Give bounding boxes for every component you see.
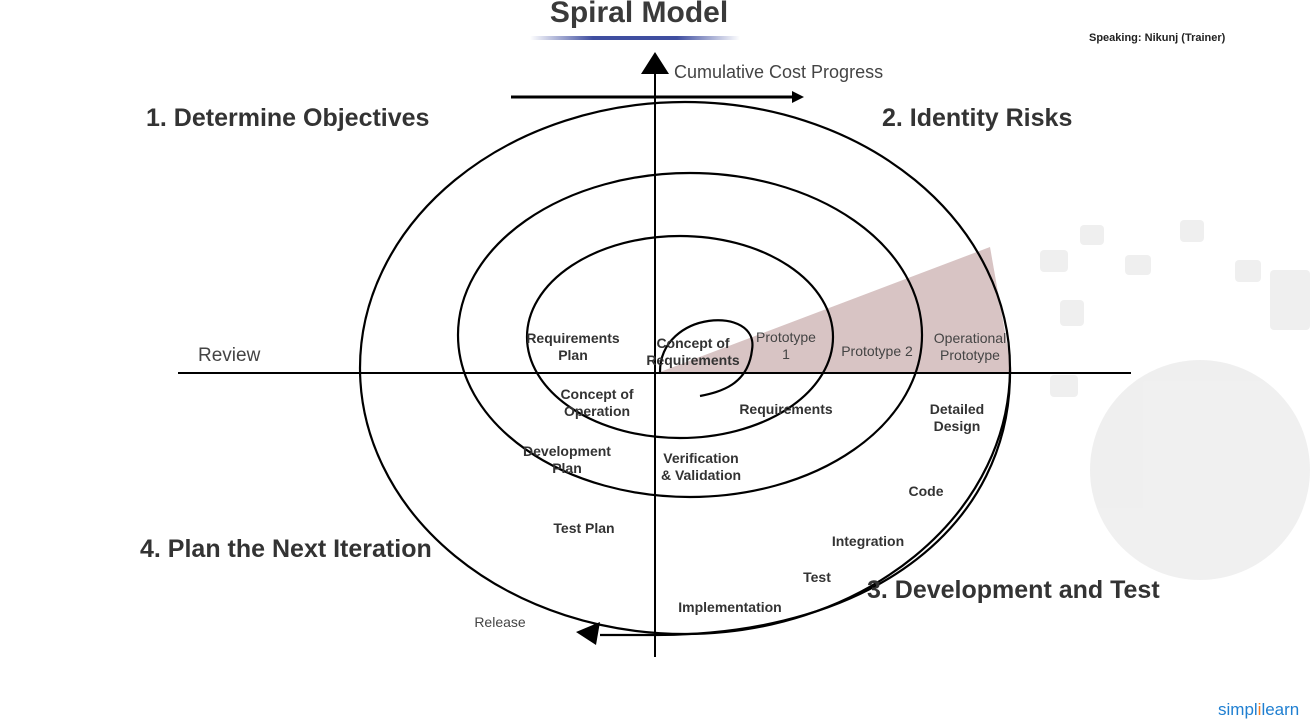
- concept-of-requirements-label-line2: Requirements: [646, 352, 740, 368]
- spiral-final-arc: [600, 372, 1012, 637]
- title-underline: [530, 36, 740, 40]
- verification-validation-label-line2: & Validation: [661, 467, 741, 483]
- quadrant-3-heading: 3. Development and Test: [867, 576, 1160, 604]
- prototype-1-label: Prototype: [756, 329, 816, 345]
- requirements-plan-label-line2: Plan: [558, 347, 588, 363]
- development-plan-label: Development: [523, 443, 611, 459]
- page-title: Spiral Model: [549, 0, 729, 29]
- verification-validation-label: Verification: [663, 450, 738, 466]
- test-label: Test: [803, 569, 831, 585]
- risk-analysis-wedge: [660, 247, 1012, 372]
- prototype-2-label: Prototype 2: [841, 343, 913, 359]
- concept-of-operation-label-line2: Operation: [564, 403, 630, 419]
- review-label: Review: [198, 345, 261, 366]
- spiral-core: [658, 319, 754, 398]
- quadrant-1-heading: 1. Determine Objectives: [146, 104, 429, 132]
- release-arrowhead: [576, 622, 600, 645]
- quadrant-2-heading: 2. Identity Risks: [882, 104, 1072, 132]
- prototype-1-label-line2: 1: [782, 346, 790, 362]
- spiral-loop-2: [456, 171, 924, 499]
- requirements-plan-label: Requirements: [526, 330, 620, 346]
- vertical-axis-arrowhead: [641, 52, 669, 74]
- operational-prototype-label-line2: Prototype: [940, 347, 1000, 363]
- progress-arrow-head: [792, 91, 804, 103]
- detailed-design-label: Detailed: [930, 401, 984, 417]
- code-label: Code: [909, 483, 944, 499]
- concept-of-requirements-label: Concept of: [656, 335, 729, 351]
- spiral-path: [358, 100, 1012, 637]
- spiral-loop-1: [525, 234, 835, 440]
- detailed-design-label-line2: Design: [934, 418, 981, 434]
- simplilearn-logo: simplilearn: [1218, 700, 1300, 719]
- speaker-label: Speaking: Nikunj (Trainer): [1089, 32, 1226, 44]
- operational-prototype-label: Operational: [934, 330, 1006, 346]
- quadrant-4-heading: 4. Plan the Next Iteration: [140, 535, 432, 563]
- concept-of-operation-label: Concept of: [560, 386, 633, 402]
- y-axis-label: Cumulative Cost Progress: [674, 62, 883, 82]
- test-plan-label: Test Plan: [553, 520, 614, 536]
- background-illustration: [1040, 220, 1310, 580]
- implementation-label: Implementation: [678, 599, 781, 615]
- integration-label: Integration: [832, 533, 904, 549]
- development-plan-label-line2: Plan: [552, 460, 582, 476]
- release-label: Release: [474, 614, 526, 630]
- requirements-label: Requirements: [739, 401, 833, 417]
